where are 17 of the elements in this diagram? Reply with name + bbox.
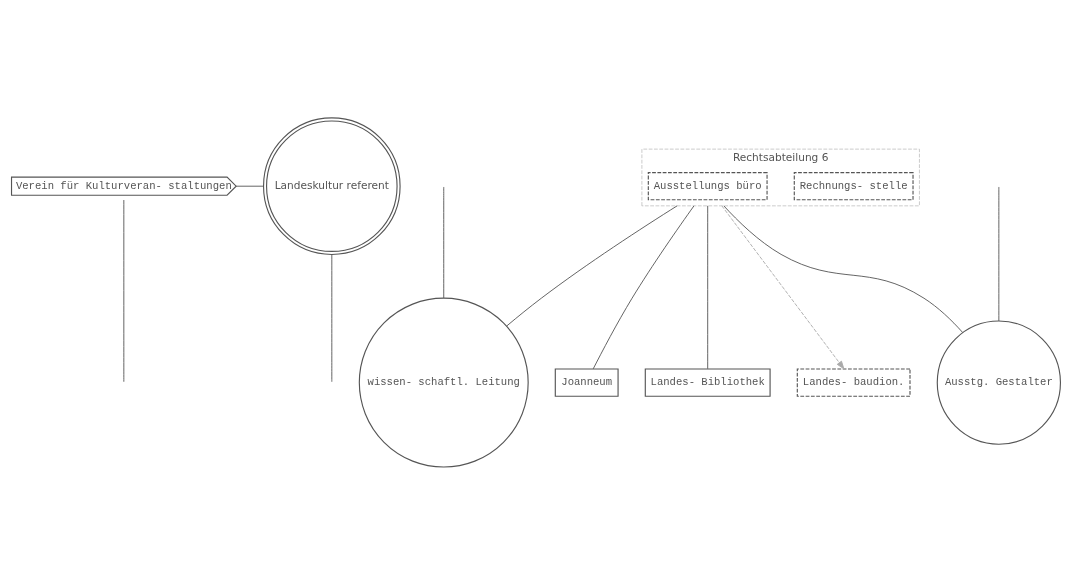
- connector: [592, 204, 695, 369]
- node-circle: wissen- schaftl. Leitung: [358, 297, 529, 468]
- connector: [506, 204, 678, 327]
- node-box: Landes- baudion.: [796, 367, 911, 397]
- connector: [998, 186, 1000, 321]
- connector: [723, 204, 964, 333]
- connector: [235, 185, 264, 187]
- connector: [331, 253, 333, 382]
- arrow: [721, 204, 845, 369]
- node-box: Joanneum: [554, 367, 619, 397]
- node-box: Ausstellungs büro: [647, 171, 768, 200]
- connector: [123, 199, 125, 382]
- node-box: Rechnungs- stelle: [793, 171, 914, 200]
- node-box: Landes- Bibliothek: [644, 367, 771, 397]
- node-circle: Ausstg. Gestalter: [936, 319, 1061, 445]
- connector: [707, 204, 709, 369]
- connector: [443, 186, 445, 298]
